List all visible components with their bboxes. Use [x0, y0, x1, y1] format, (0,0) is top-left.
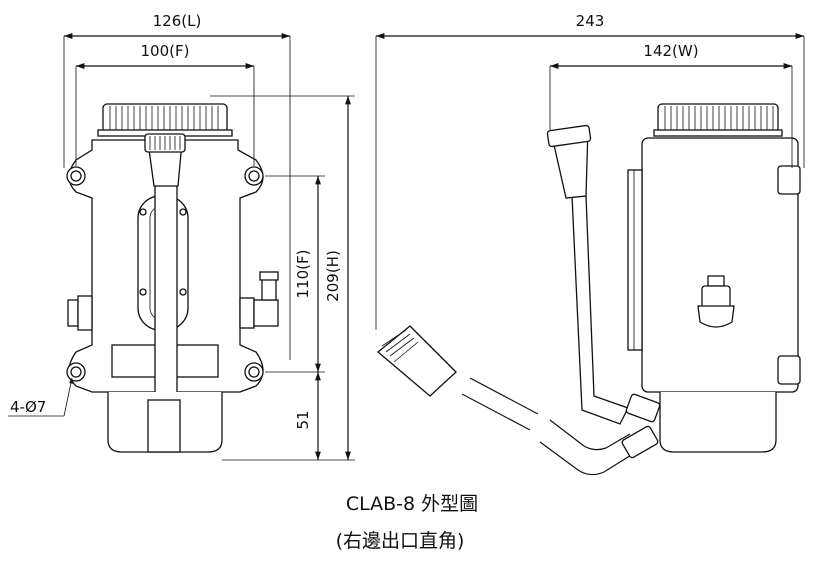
front-handle: [144, 133, 186, 426]
caption-title: CLAB-8 外型圖: [346, 493, 478, 515]
right-outlet: [239, 271, 279, 329]
side-cap: [653, 103, 783, 137]
side-handle-up: [546, 124, 661, 425]
dim-height: 209(H): [324, 250, 342, 302]
mounting-holes: [66, 166, 264, 382]
dim-flange-height: 110(F): [294, 250, 312, 299]
front-dimensions: 126(L) 100(F) 110(F) 209(H) 51 4-Ø7: [8, 12, 355, 461]
caption-subtitle: (右邊出口直角): [336, 530, 465, 552]
side-base: [659, 392, 777, 453]
side-dimensions: 243 142(W): [375, 12, 805, 330]
left-fitting: [67, 295, 93, 331]
side-fitting: [697, 275, 735, 328]
dim-width: 142(W): [643, 42, 698, 60]
front-base: [107, 392, 223, 453]
dim-flange: 100(F): [141, 42, 190, 60]
dim-holes: 4-Ø7: [10, 398, 46, 416]
dim-length: 126(L): [153, 12, 202, 30]
side-view: [376, 103, 801, 476]
side-handle-down: [376, 325, 659, 476]
dim-total-width: 243: [576, 12, 605, 30]
side-body: [641, 137, 799, 393]
front-view: [66, 103, 279, 453]
front-cap: [97, 103, 233, 137]
dim-base-height: 51: [294, 410, 312, 429]
